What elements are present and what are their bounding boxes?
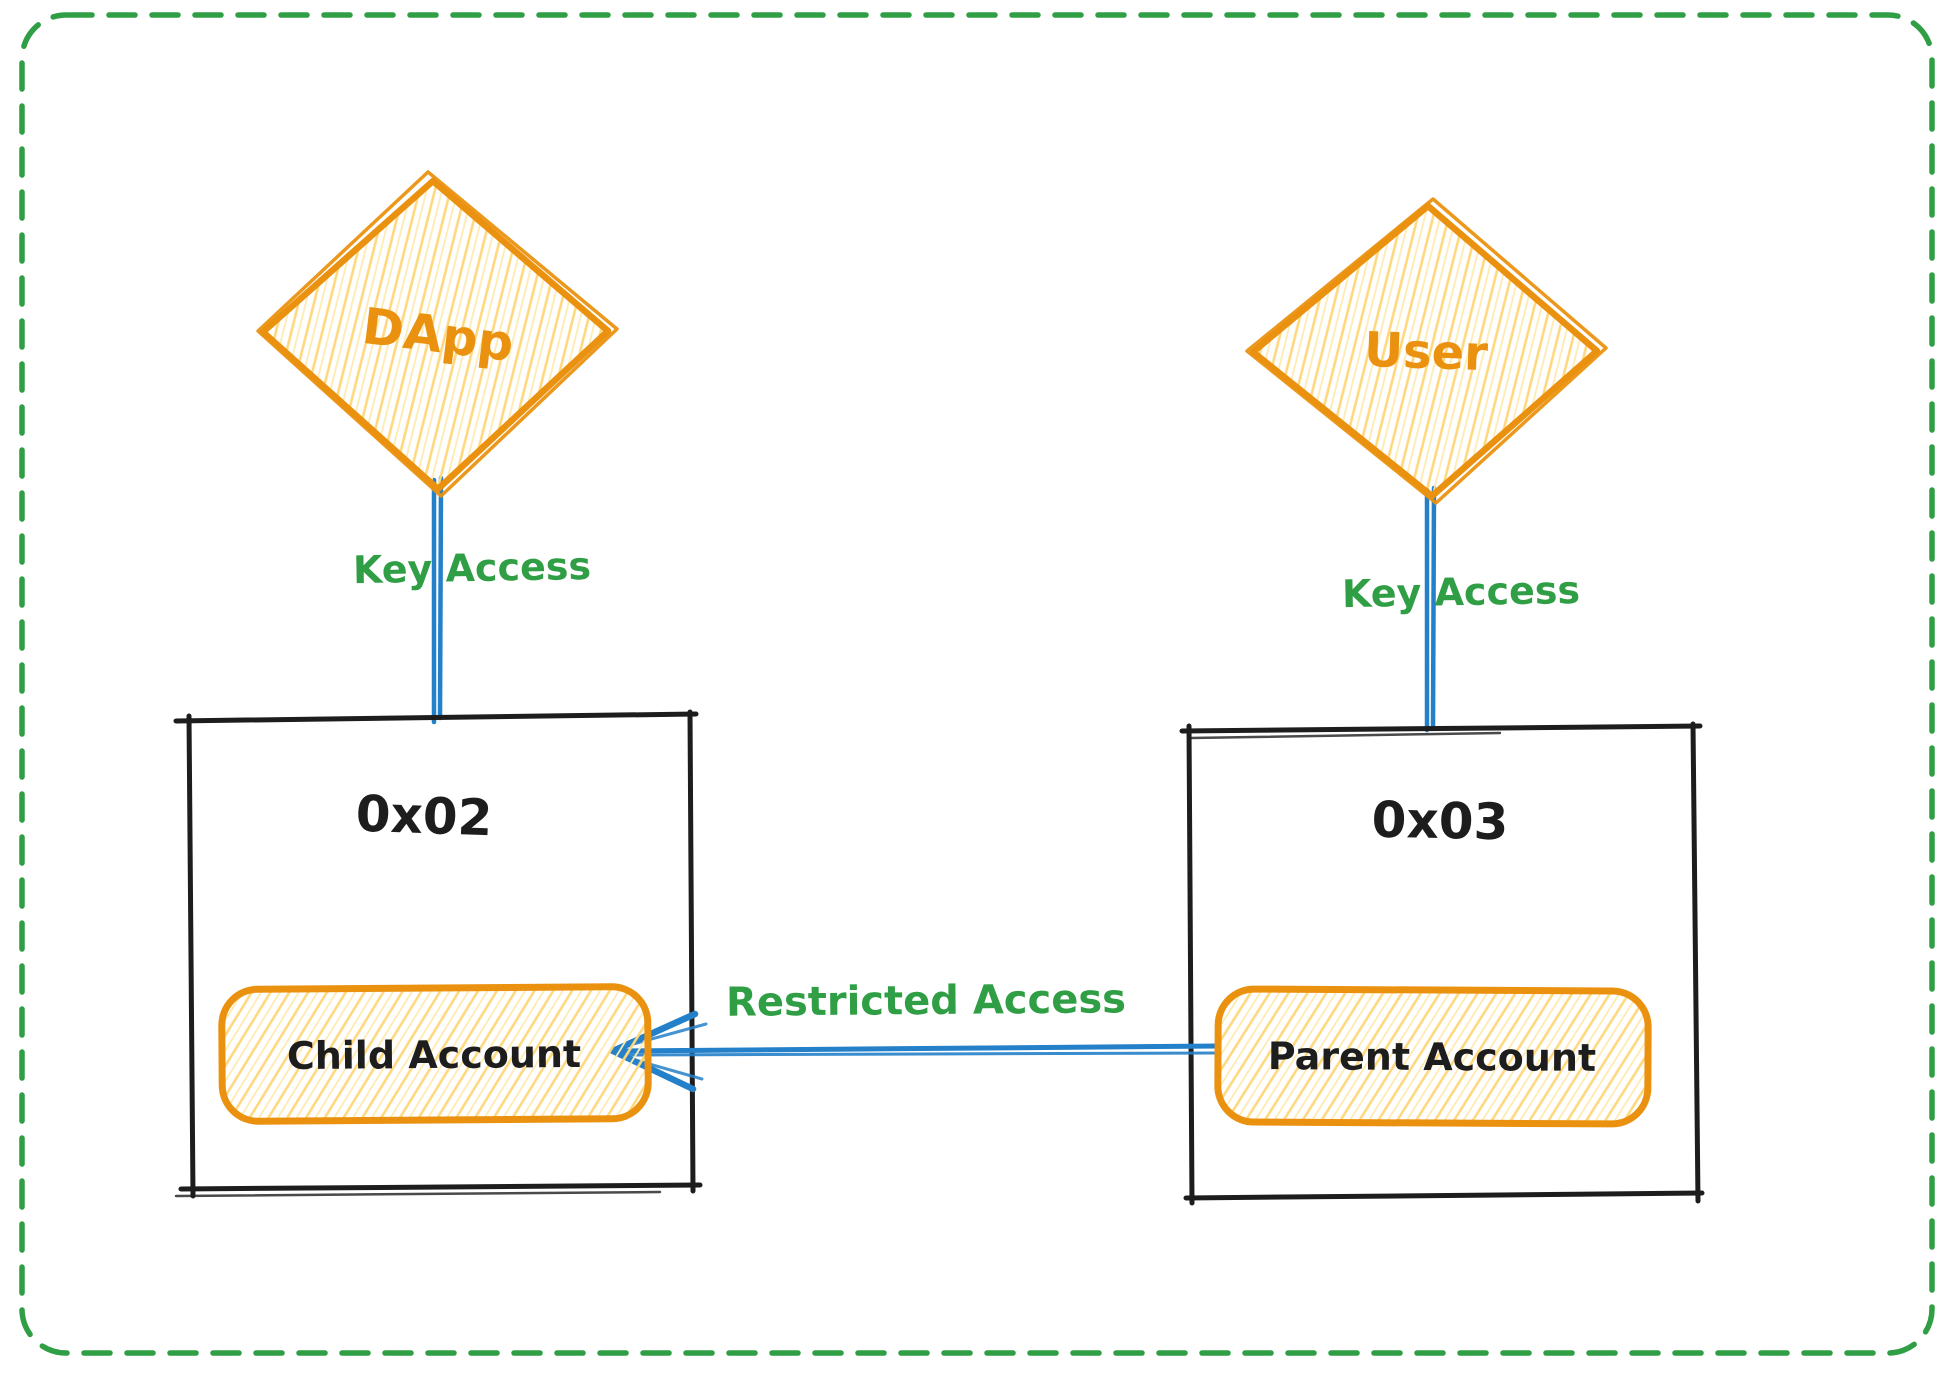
user-diamond: User: [1245, 197, 1608, 505]
dapp-key-connector: [431, 475, 444, 725]
user-key-connector: [1424, 485, 1437, 733]
restricted-access-label: Restricted Access: [726, 976, 1126, 1025]
key-access-label-left: Key Access: [353, 544, 592, 592]
user-label: User: [1363, 322, 1489, 382]
key-access-label-right: Key Access: [1342, 568, 1581, 616]
account-box-0x02: 0x02: [173, 709, 703, 1199]
dapp-diamond: DApp: [256, 170, 619, 498]
child-account-label: Child Account: [287, 1032, 582, 1078]
restricted-access-arrow: [609, 1010, 1222, 1093]
parent-account-pill: Parent Account: [1214, 985, 1652, 1128]
child-account-pill: Child Account: [218, 983, 652, 1125]
user-diamond-echo: [1245, 197, 1608, 505]
dapp-diamond-echo: [256, 170, 619, 498]
frame-border: [19, 12, 1935, 1356]
box-0x02-label: 0x02: [355, 785, 494, 848]
account-box-0x03: 0x03: [1179, 721, 1705, 1206]
box-0x03-label: 0x03: [1371, 791, 1509, 851]
parent-account-label: Parent Account: [1268, 1034, 1597, 1080]
